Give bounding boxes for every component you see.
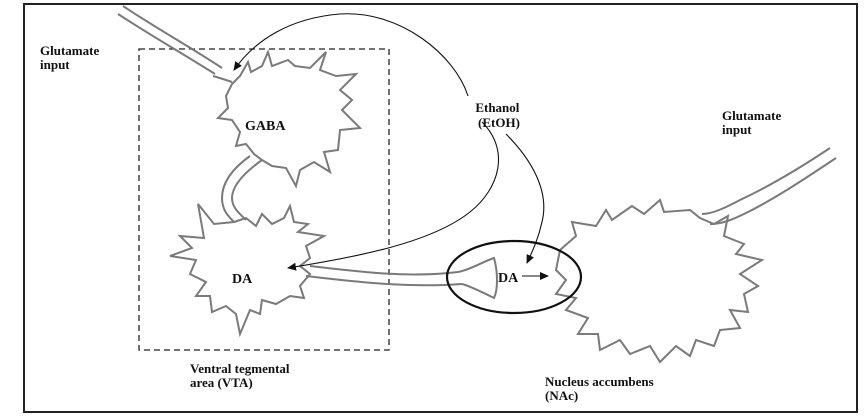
label-da-nac: DA	[498, 271, 519, 286]
label-glutamate-input-left: Glutamate input	[40, 43, 102, 72]
label-gaba: GABA	[245, 119, 286, 134]
da-axon	[305, 265, 463, 287]
vta-region-box	[138, 48, 390, 351]
synapse-highlight	[445, 239, 583, 315]
gaba-neuron	[215, 49, 363, 223]
da-neuron-vta	[169, 203, 328, 338]
ethanol-arrows	[233, 13, 549, 280]
arrow-to-da-vta	[287, 121, 499, 271]
glutamate-axon-left	[117, 5, 233, 83]
glutamate-axon-right	[701, 147, 837, 225]
arrow-to-glutamate-input	[233, 13, 469, 97]
label-glutamate-input-right: Glutamate input	[722, 108, 784, 137]
label-vta: Ventral tegmental area (VTA)	[190, 361, 293, 390]
label-ethanol: Ethanol (EtOH)	[475, 100, 522, 130]
nac-neuron	[554, 198, 765, 364]
label-da-vta: DA	[232, 272, 253, 287]
label-nac: Nucleus accumbens (NAc)	[545, 374, 657, 403]
da-terminal	[457, 256, 498, 300]
arrow-to-da-nac	[505, 133, 545, 264]
figure-border	[23, 3, 858, 413]
